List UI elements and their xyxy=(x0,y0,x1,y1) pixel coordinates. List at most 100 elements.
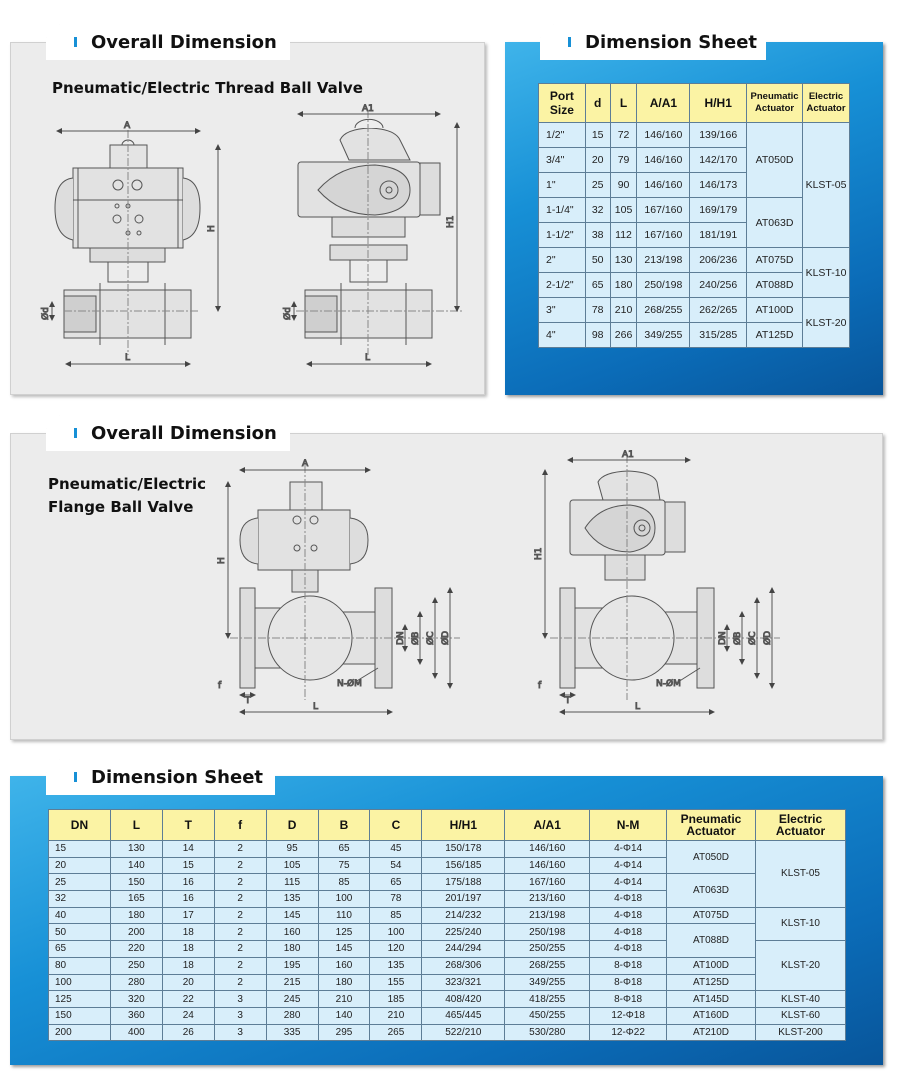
table-cell: 315/285 xyxy=(689,322,748,348)
table-cell: 4-Φ18 xyxy=(589,890,668,908)
table-cell: 139/166 xyxy=(689,122,748,148)
column-header: DN xyxy=(48,809,111,841)
table-cell: 105 xyxy=(609,197,638,223)
table-cell: 214/232 xyxy=(421,906,506,925)
table-cell: 3/4" xyxy=(538,147,586,173)
table-cell: 210 xyxy=(317,990,371,1008)
table-cell: 3 xyxy=(213,1006,267,1025)
table-cell: 24 xyxy=(161,1006,215,1025)
table-cell: 25 xyxy=(48,873,111,892)
column-header: Electric Actuator xyxy=(754,809,847,841)
table-cell: 90 xyxy=(609,172,638,198)
table-cell: 18 xyxy=(161,923,215,942)
table-cell: 295 xyxy=(317,1023,371,1042)
table-cell: 3 xyxy=(213,1023,267,1042)
table-cell: 195 xyxy=(265,956,319,975)
table-cell: 1/2" xyxy=(538,122,586,148)
pneumatic-actuator-cell: AT100D xyxy=(666,956,756,975)
column-header: L xyxy=(609,83,638,123)
table-cell: 408/420 xyxy=(421,990,506,1008)
table-cell: 95 xyxy=(265,840,319,858)
table-cell: 201/197 xyxy=(421,890,506,908)
table-cell: 2 xyxy=(213,840,267,858)
table-cell: 2 xyxy=(213,856,267,875)
table-cell: 65 xyxy=(48,940,111,958)
table-cell: 16 xyxy=(161,873,215,892)
table-cell: 130 xyxy=(609,247,638,273)
table-cell: 220 xyxy=(109,940,163,958)
table-cell: 180 xyxy=(109,906,163,925)
table-cell: 165 xyxy=(109,890,163,908)
table-cell: 140 xyxy=(317,1006,371,1025)
table-cell: 522/210 xyxy=(421,1023,506,1042)
pneumatic-actuator-cell: AT210D xyxy=(666,1023,756,1042)
table-cell: 100 xyxy=(48,973,111,992)
table-cell: 146/160 xyxy=(504,840,591,858)
table-cell: 323/321 xyxy=(421,973,506,992)
pneumatic-actuator-cell: AT075D xyxy=(666,906,756,925)
table-cell: 360 xyxy=(109,1006,163,1025)
flange-valve-panel xyxy=(10,433,883,740)
table-cell: 3 xyxy=(213,990,267,1008)
table-cell: 215 xyxy=(265,973,319,992)
table-cell: 85 xyxy=(317,873,371,892)
pneumatic-actuator-cell: AT088D xyxy=(746,272,803,298)
table-cell: 418/255 xyxy=(504,990,591,1008)
table-cell: 65 xyxy=(584,272,611,298)
electric-actuator-cell: KLST-05 xyxy=(754,840,847,908)
table-cell: 185 xyxy=(369,990,423,1008)
flange-valve-subtitle: Pneumatic/Electric Flange Ball Valve xyxy=(48,473,206,519)
table-cell: 2 xyxy=(213,906,267,925)
table-cell: 18 xyxy=(161,956,215,975)
column-header: H/H1 xyxy=(421,809,506,841)
table-cell: 150 xyxy=(48,1006,111,1025)
table-cell: 180 xyxy=(265,940,319,958)
table-cell: 167/160 xyxy=(636,197,691,223)
table-cell: 8-Φ18 xyxy=(589,973,668,992)
table-cell: 135 xyxy=(369,956,423,975)
table-cell: 14 xyxy=(161,840,215,858)
table-cell: 180 xyxy=(609,272,638,298)
table-cell: 65 xyxy=(317,840,371,858)
table-cell: 150 xyxy=(109,873,163,892)
table-cell: 145 xyxy=(317,940,371,958)
table-cell: 181/191 xyxy=(689,222,748,248)
table-cell: 12-Φ18 xyxy=(589,1006,668,1025)
table-cell: 265 xyxy=(369,1023,423,1042)
table-cell: 50 xyxy=(584,247,611,273)
table-cell: 40 xyxy=(48,906,111,925)
pneumatic-actuator-cell: AT075D xyxy=(746,247,803,273)
table-cell: 38 xyxy=(584,222,611,248)
table-cell: 65 xyxy=(369,873,423,892)
table-cell: 1" xyxy=(538,172,586,198)
electric-actuator-cell: KLST-40 xyxy=(754,990,847,1008)
table-cell: 17 xyxy=(161,906,215,925)
tab-marker-icon xyxy=(74,37,77,47)
table-cell: 4-Φ18 xyxy=(589,940,668,958)
thread-overall-dimension-tab: Overall Dimension xyxy=(46,24,290,60)
table-cell: 112 xyxy=(609,222,638,248)
table-cell: 2" xyxy=(538,247,586,273)
table-cell: 400 xyxy=(109,1023,163,1042)
table-cell: 45 xyxy=(369,840,423,858)
table-cell: 12-Φ22 xyxy=(589,1023,668,1042)
table-cell: 80 xyxy=(48,956,111,975)
pneumatic-actuator-cell: AT063D xyxy=(746,197,803,248)
tab-title: Dimension Sheet xyxy=(585,31,758,53)
table-cell: 2-1/2" xyxy=(538,272,586,298)
table-cell: 335 xyxy=(265,1023,319,1042)
table-cell: 72 xyxy=(609,122,638,148)
table-cell: 142/170 xyxy=(689,147,748,173)
table-cell: 349/255 xyxy=(636,322,691,348)
pneumatic-actuator-cell: AT125D xyxy=(746,322,803,348)
table-cell: 98 xyxy=(584,322,611,348)
table-cell: 4-Φ14 xyxy=(589,856,668,875)
table-cell: 268/255 xyxy=(636,297,691,323)
table-cell: 245 xyxy=(265,990,319,1008)
